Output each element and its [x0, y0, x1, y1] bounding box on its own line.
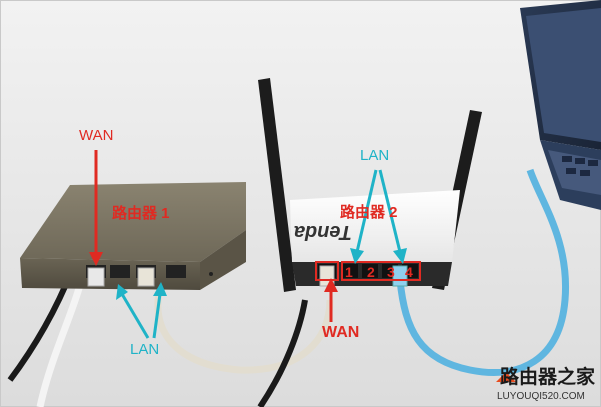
- port-number-3: 3: [387, 264, 395, 280]
- router2-label: 路由器 2: [340, 204, 398, 221]
- router2-brand: Tenda: [294, 221, 352, 243]
- lan-label-router2: LAN: [360, 147, 390, 164]
- router2-lan-port: [342, 264, 358, 278]
- watermark-title: 路由器之家: [500, 367, 596, 388]
- beige-cable: [154, 287, 334, 374]
- router1-label: 路由器 1: [112, 205, 170, 222]
- watermark-house-icon: [496, 372, 516, 382]
- wan-label-router2: WAN: [322, 324, 360, 341]
- port-number-4: 4: [405, 264, 413, 280]
- antenna-left: [258, 78, 296, 292]
- port-number-2: 2: [367, 264, 375, 280]
- port-number-1: 1: [345, 264, 353, 280]
- router-1: [20, 182, 246, 290]
- black-cable-2: [257, 299, 308, 407]
- router1-lan-port: [110, 265, 130, 278]
- watermark-url: LUYOUQI520.COM: [497, 391, 585, 402]
- lan-label-router1: LAN: [130, 341, 160, 358]
- router2-lan-port: [362, 264, 378, 278]
- laptop: [520, 0, 601, 210]
- wan-arrows: [89, 150, 338, 322]
- white-cable: [36, 284, 84, 407]
- blue-lan-cable: [396, 168, 570, 376]
- wan-label-router1: WAN: [79, 127, 114, 144]
- lan-arrows: [116, 169, 407, 339]
- router1-lan-port: [166, 265, 186, 278]
